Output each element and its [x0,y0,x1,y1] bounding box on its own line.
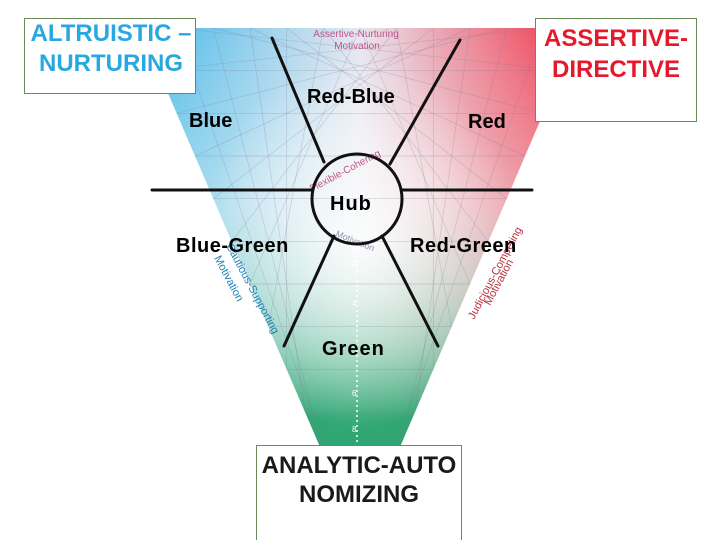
grid-line [267,28,324,327]
region-label-blue: Blue [189,110,233,132]
divider-bottom-right [380,234,440,348]
center-scale-ticks: 8 6 4 2 0 [352,243,358,445]
motivation-top-label: Motivation [334,41,380,52]
grid-line [286,28,507,199]
corner-label-bottom: ANALYTIC-AUTONOMIZING [261,452,457,508]
grid-line [231,28,397,242]
grid-line [378,28,544,498]
hub-circle [310,152,404,246]
grid-line [213,28,544,114]
divider-top-right [388,38,462,166]
scale-tick-label: 4 [352,299,357,308]
region-label-hub: Hub [330,193,372,215]
region-label-blue-green: Blue-Green [176,235,289,257]
scale-tick-label: 2 [352,259,357,268]
corner-label-top-left: ALTRUISTIC – NURTURING [30,20,192,77]
region-label-red: Red [468,111,506,133]
region-dividers [150,36,534,348]
grid-line [176,28,507,114]
grid-line [212,28,324,455]
grid-line [213,28,434,199]
scale-tick-label: 8 [352,425,357,434]
grid-line [249,28,526,157]
divider-top-left [270,36,326,164]
grid-line [396,28,453,327]
grid-line [176,28,562,72]
grid-line [359,28,471,285]
grid-line [194,28,471,157]
corner-box-analytic-autonomizing: ANALYTIC-AUTONOMIZING [256,445,462,540]
grid-line [249,28,306,413]
corner-label-top-right: ASSERTIVE-DIRECTIVE [543,25,689,83]
region-label-red-green: Red-Green [410,235,517,257]
grid-line [249,28,361,285]
grid-line [176,28,342,498]
grid-line [158,28,544,72]
triangle-grid-lines [158,28,562,498]
divider-bottom-left [282,234,336,348]
corner-box-assertive-directive: ASSERTIVE-DIRECTIVE [535,18,697,122]
corner-box-altruistic-nurturing: ALTRUISTIC – NURTURING [24,18,196,94]
scale-tick-label: 0 [352,243,357,252]
grid-line [396,28,508,455]
region-label-green: Green [322,338,385,360]
grid-line [414,28,471,413]
region-label-red-blue: Red-Blue [307,86,395,108]
assertive-nurturing-label: Assertive-Nurturing [313,29,399,40]
scale-tick-label: 6 [352,389,357,398]
